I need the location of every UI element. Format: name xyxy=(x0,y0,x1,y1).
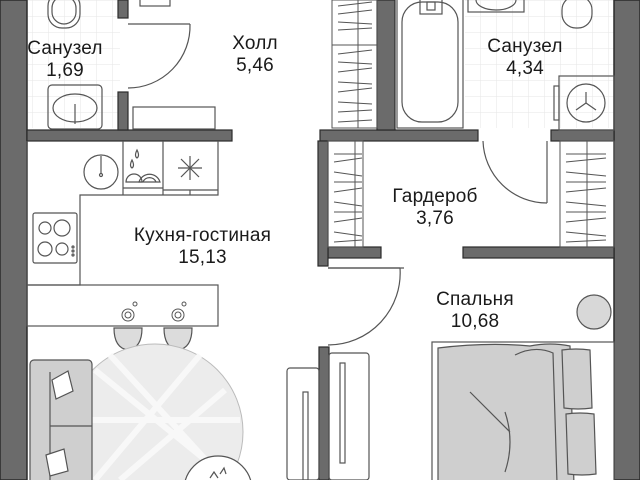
room-name: Спальня xyxy=(436,289,514,310)
dining-bar xyxy=(26,284,219,327)
wall-bath-small-lower xyxy=(117,91,129,131)
hall-wardrobe-icon xyxy=(331,0,378,129)
door-bathroom-large xyxy=(482,140,548,204)
bathroom-small-floor xyxy=(28,0,120,128)
wardrobe-shelf-left-icon xyxy=(327,140,364,248)
toilet-icon xyxy=(47,0,81,29)
tv-icon xyxy=(286,352,370,480)
wall-bath-small-upper xyxy=(117,0,129,19)
washing-machine-icon xyxy=(553,75,615,131)
wall-kitchen-top xyxy=(26,129,233,142)
bathtub-icon xyxy=(396,0,464,129)
room-label-bathroom-large: Санузел 4,34 xyxy=(470,36,580,80)
room-area: 5,46 xyxy=(236,55,274,76)
dishwasher-icon xyxy=(123,141,164,195)
fridge-icon xyxy=(163,156,218,195)
room-name: Холл xyxy=(232,33,278,54)
wardrobe-shelf-right-icon xyxy=(559,140,615,248)
chair-icon xyxy=(113,327,193,351)
room-area: 4,34 xyxy=(506,58,544,79)
room-name: Санузел xyxy=(487,36,563,57)
wall-bedroom-left xyxy=(318,346,330,480)
room-area: 15,13 xyxy=(178,247,227,268)
nightstand-icon xyxy=(576,294,612,330)
room-label-bathroom-small: Санузел 1,69 xyxy=(10,38,120,82)
bathroom-toilet-icon xyxy=(561,0,593,29)
room-label-wardrobe: Гардероб 3,76 xyxy=(380,186,490,230)
stove-icon xyxy=(32,212,78,264)
sink-icon xyxy=(47,84,103,130)
room-area: 10,68 xyxy=(450,311,500,332)
room-name: Гардероб xyxy=(392,186,478,207)
bathroom-sink-icon xyxy=(467,0,525,13)
room-area: 3,76 xyxy=(416,208,454,229)
wall-wardrobe-bottom-left xyxy=(327,246,382,259)
wall-wardrobe-left xyxy=(317,140,329,267)
place-setting-icon xyxy=(121,301,187,322)
wall-wardrobe-bottom-right xyxy=(462,246,615,259)
hall-shelf xyxy=(132,106,216,130)
wall-hall-right xyxy=(376,0,396,131)
kitchen-counter xyxy=(26,141,219,286)
plant-icon xyxy=(184,455,252,480)
room-name: Кухня-гостиная xyxy=(133,225,272,246)
room-label-hall: Холл 5,46 xyxy=(205,33,305,77)
wall-bath-bottom-left xyxy=(319,129,479,142)
sofa-icon xyxy=(29,359,93,480)
room-area: 1,69 xyxy=(46,60,84,81)
door-bedroom xyxy=(327,267,401,346)
room-name: Санузел xyxy=(27,38,103,59)
room-label-bedroom: Спальня 10,68 xyxy=(420,289,530,333)
wall-bath-bottom-right xyxy=(550,129,615,142)
room-label-kitchen-living: Кухня-гостиная 15,13 xyxy=(100,225,305,269)
door-bathroom-small xyxy=(127,23,191,89)
outer-wall-right xyxy=(613,0,640,480)
kitchen-sink-icon xyxy=(83,141,124,195)
bed-icon xyxy=(431,341,615,480)
hall-cabinet xyxy=(139,0,171,7)
